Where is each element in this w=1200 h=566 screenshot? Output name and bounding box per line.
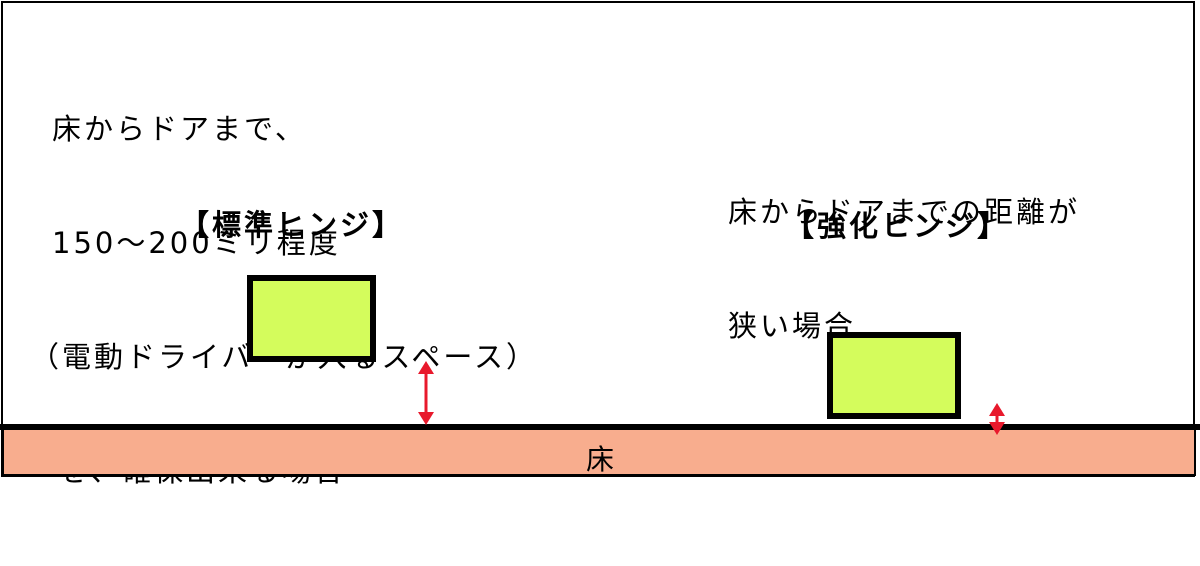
standard-hinge-label: 【標準ヒンジ】 xyxy=(180,208,405,242)
floor-label: 床 xyxy=(585,443,614,476)
diagram-frame: 床からドアまで、 150～200ミリ程度 （電動ドライバーが入るスペース） を、… xyxy=(0,1,1200,488)
standard-arrow-head-down xyxy=(418,412,434,425)
clearance-arrows xyxy=(418,361,1005,435)
standard-arrow-head-up xyxy=(418,361,434,374)
standard-clearance-arrow xyxy=(418,361,434,425)
reinforced-hinge-label: 【強化ヒンジ】 xyxy=(785,209,1010,243)
standard-hinge-box xyxy=(247,275,376,362)
standard-description-line-1: 床からドアまで、 xyxy=(52,112,307,146)
reinforced-description-line-1: 床からドアまでの距離が xyxy=(728,195,1081,229)
reinforced-clearance-arrow xyxy=(989,403,1005,435)
standard-description-line-2: 150～200ミリ程度 xyxy=(52,226,341,260)
reinforced-arrow-head-up xyxy=(989,403,1005,416)
floor-line xyxy=(0,424,1200,430)
reinforced-hinge-description: 床からドアまでの距離が 狭い場合 xyxy=(728,117,1080,421)
reinforced-arrow-head-down xyxy=(989,422,1005,435)
reinforced-hinge-box xyxy=(827,332,961,419)
diagram-border xyxy=(1,1,1195,477)
